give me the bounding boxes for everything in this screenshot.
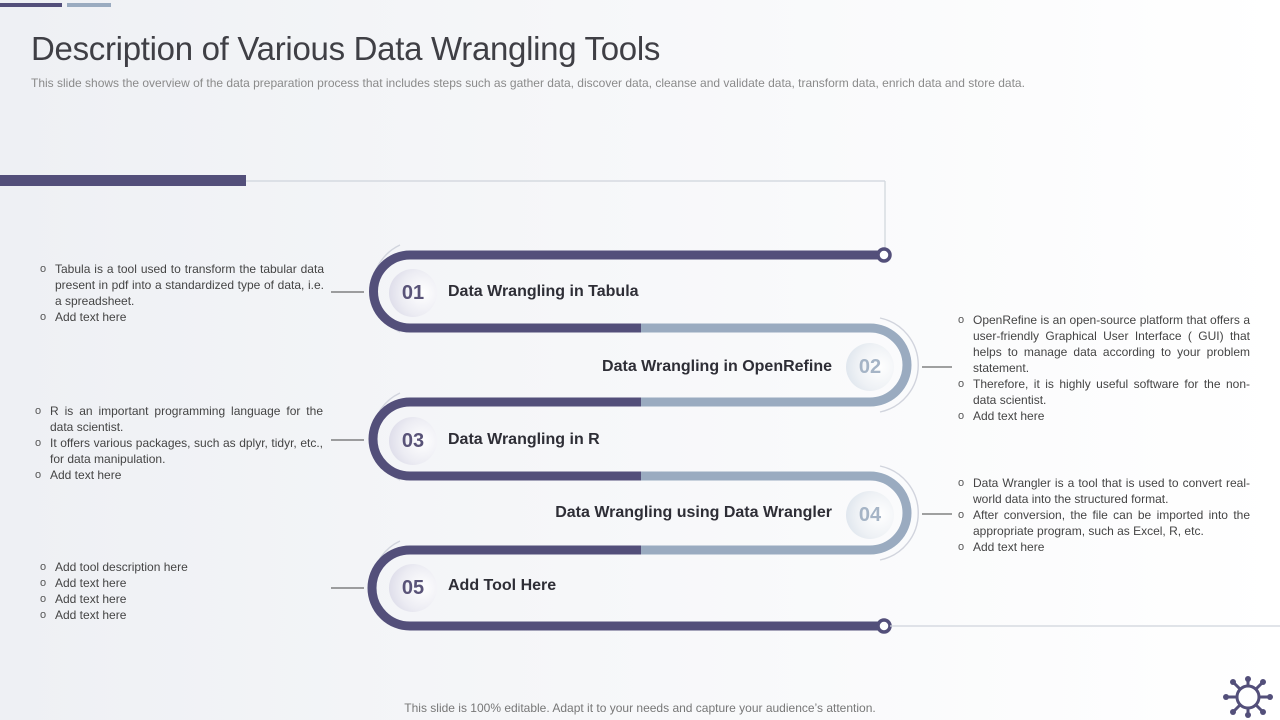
section-accent-bar (0, 175, 246, 186)
bullet-item: Add text here (36, 607, 324, 623)
step-number-02: 02 (846, 343, 894, 391)
outer-arc-04 (879, 465, 919, 561)
step-description-03: R is an important programming language f… (31, 403, 323, 483)
step-description-04: Data Wrangler is a tool that is used to … (954, 475, 1250, 555)
band-02 (641, 323, 912, 407)
page-subtitle: This slide shows the overview of the dat… (31, 76, 1025, 90)
end-point-circle (876, 618, 892, 634)
gear-network-icon (1223, 676, 1273, 718)
top-accent-bar-dark (0, 3, 62, 7)
step-label-05: Add Tool Here (448, 577, 557, 594)
step-description-02: OpenRefine is an open-source platform th… (954, 312, 1250, 424)
step-label-04: Data Wrangling using Data Wrangler (555, 504, 832, 521)
band-01 (369, 250, 883, 333)
band-04 (641, 471, 912, 555)
bullet-item: Add tool description here (36, 559, 324, 575)
bullet-item: Therefore, it is highly useful software … (954, 376, 1250, 408)
bullet-item: Add text here (954, 539, 1250, 555)
bullet-item: It offers various packages, such as dply… (31, 435, 323, 467)
bullet-item: Add text here (31, 467, 323, 483)
bullet-item: Data Wrangler is a tool that is used to … (954, 475, 1250, 507)
bullet-item: Tabula is a tool used to transform the t… (36, 261, 324, 309)
top-accent-bar-light (67, 3, 111, 7)
step-description-01: Tabula is a tool used to transform the t… (36, 261, 324, 325)
bullet-item: OpenRefine is an open-source platform th… (954, 312, 1250, 376)
step-description-05: Add tool description here Add text here … (36, 559, 324, 623)
step-number-03: 03 (389, 417, 437, 465)
bullet-item: R is an important programming language f… (31, 403, 323, 435)
bullet-item: Add text here (36, 591, 324, 607)
bullet-item: Add text here (36, 309, 324, 325)
bullet-item: Add text here (36, 575, 324, 591)
bullet-item: Add text here (954, 408, 1250, 424)
step-label-01: Data Wrangling in Tabula (448, 283, 639, 300)
outer-arc-02 (879, 317, 919, 413)
footer-note: This slide is 100% editable. Adapt it to… (404, 701, 876, 715)
step-label-03: Data Wrangling in R (448, 431, 600, 448)
step-number-05: 05 (389, 564, 437, 612)
step-number-01: 01 (389, 269, 437, 317)
page-title: Description of Various Data Wrangling To… (31, 30, 661, 67)
band-05 (367, 545, 883, 631)
band-03 (368, 397, 641, 481)
step-label-02: Data Wrangling in OpenRefine (602, 358, 832, 375)
start-point-circle (876, 247, 892, 263)
bullet-item: After conversion, the file can be import… (954, 507, 1250, 539)
step-number-04: 04 (846, 491, 894, 539)
